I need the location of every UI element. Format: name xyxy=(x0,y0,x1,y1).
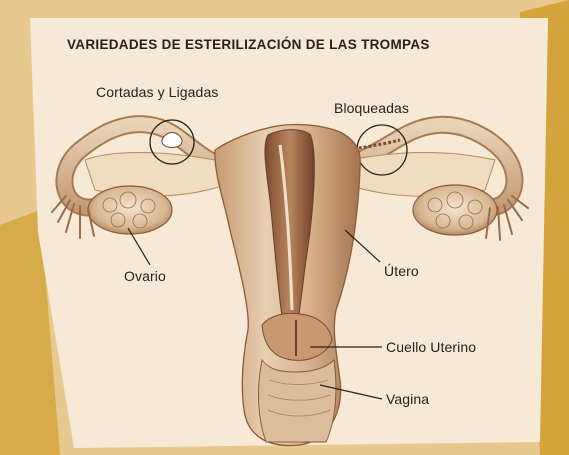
left-ligament xyxy=(85,153,225,197)
label-uterus: Útero xyxy=(384,263,419,279)
label-blocked: Bloqueadas xyxy=(334,100,409,116)
label-vagina: Vagina xyxy=(386,391,429,407)
label-cut-tied: Cortadas y Ligadas xyxy=(96,84,218,100)
left-ovary xyxy=(88,186,172,234)
cut-tube-gap xyxy=(162,133,182,148)
label-cervix: Cuello Uterino xyxy=(386,339,476,355)
label-ovary: Ovario xyxy=(124,268,166,284)
right-ovary xyxy=(413,185,497,235)
vagina-shape xyxy=(259,360,336,442)
diagram-title: VARIEDADES DE ESTERILIZACIÓN DE LAS TROM… xyxy=(67,37,430,52)
